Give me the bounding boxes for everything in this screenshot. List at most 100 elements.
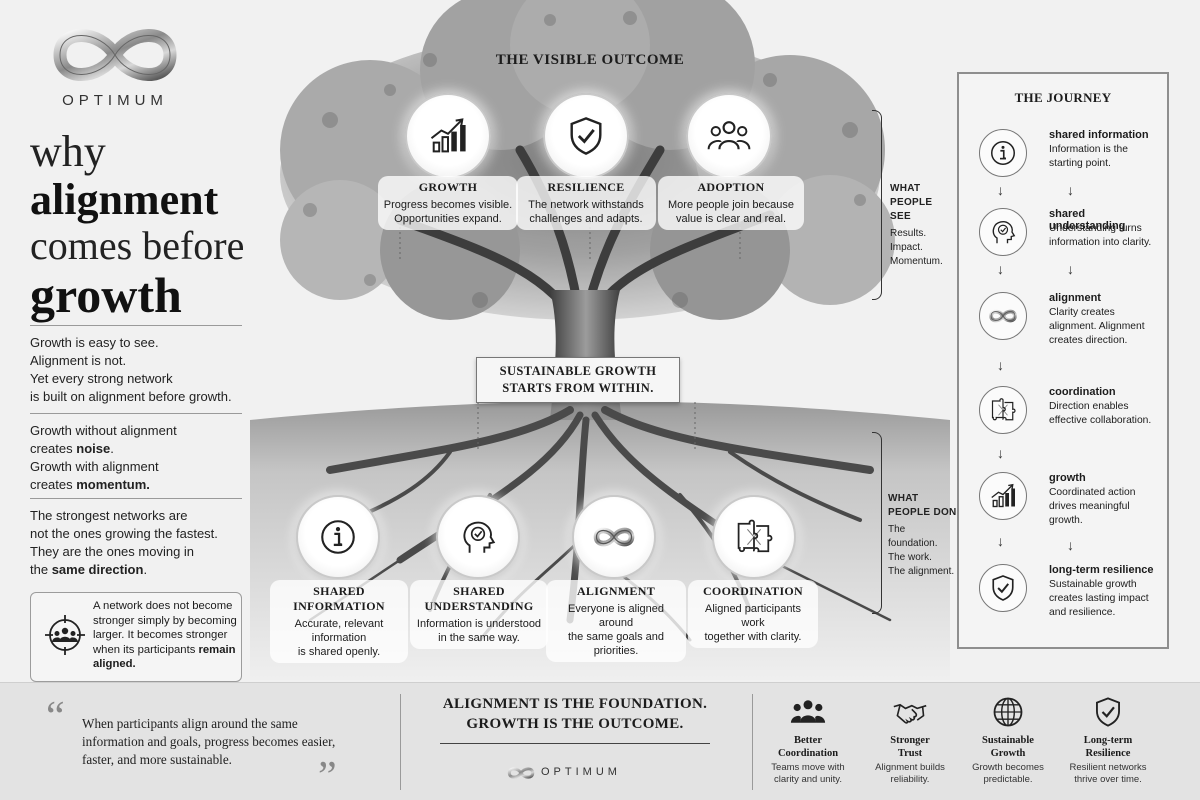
shield-check-icon xyxy=(988,573,1018,603)
sustainable-growth-sign: SUSTAINABLE GROWTH STARTS FROM WITHIN. xyxy=(476,357,680,403)
intro-line: Yet every strong network xyxy=(30,371,173,386)
infinity-icon xyxy=(986,299,1020,333)
what-people-dont-see-label: WHAT PEOPLE DON'T SEE The foundation. Th… xyxy=(888,492,990,579)
see-line: Results. xyxy=(890,228,927,239)
adoption-desc: More people join because xyxy=(668,199,794,211)
puzzle-icon xyxy=(988,395,1018,425)
strongest-line: The strongest networks are xyxy=(30,508,188,523)
root-title: COORDINATION xyxy=(702,584,804,598)
root-desc: Aligned participants work xyxy=(704,603,801,629)
infinity-logo-icon xyxy=(507,767,535,779)
divider xyxy=(30,413,242,414)
journey-step-name: growth xyxy=(1049,472,1086,484)
bottom-banner xyxy=(0,682,1200,800)
headline-line-3: comes before xyxy=(30,223,245,268)
resilience-desc: challenges and adapts. xyxy=(529,213,643,225)
root-desc: is shared openly. xyxy=(297,646,381,658)
journey-panel: THE JOURNEY shared information Informati… xyxy=(957,72,1169,649)
adoption-bubble xyxy=(686,93,772,179)
intro-line: Growth is easy to see. xyxy=(30,335,159,350)
infinity-icon xyxy=(589,512,639,562)
brand-name: OPTIMUM xyxy=(62,92,168,109)
root-desc: Accurate, relevant information xyxy=(294,618,384,644)
shared-understanding-bubble xyxy=(436,495,520,579)
target-team-icon xyxy=(45,615,85,655)
journey-step-desc: Clarity creates alignment. Alignment cre… xyxy=(1049,307,1145,346)
noise-keyword: noise xyxy=(76,441,111,456)
info-icon xyxy=(988,138,1018,168)
journey-step-desc: Understanding turns information into cla… xyxy=(1049,223,1152,248)
down-arrow-icon: ↓ xyxy=(1067,261,1074,277)
divider xyxy=(752,694,753,790)
shield-check-icon xyxy=(1091,695,1125,729)
page-headline: why alignment comes before growth xyxy=(30,127,270,321)
journey-step-name: long-term resilience xyxy=(1049,564,1154,576)
open-quote-mark: “ xyxy=(46,694,65,740)
down-arrow-icon: ↓ xyxy=(1067,182,1074,198)
shared-information-caption: SHARED INFORMATION Accurate, relevant in… xyxy=(270,580,408,663)
divider xyxy=(30,498,242,499)
growth-desc: Progress becomes visible. xyxy=(383,199,513,211)
headline-line-1: why xyxy=(30,127,106,176)
coordination-bubble xyxy=(712,495,796,579)
resilience-bubble xyxy=(543,93,629,179)
close-quote-mark: ” xyxy=(318,754,337,800)
journey-step-icon-circle xyxy=(979,292,1027,340)
divider xyxy=(30,325,242,326)
visible-outcome-title: THE VISIBLE OUTCOME xyxy=(495,52,685,68)
journey-step-icon-circle xyxy=(979,386,1027,434)
contrast-paragraph: Growth without alignment creates noise. … xyxy=(30,422,250,494)
momentum-keyword: momentum. xyxy=(76,477,150,492)
alignment-caption: ALIGNMENT Everyone is aligned around the… xyxy=(546,580,686,662)
intro-line: is built on alignment before growth. xyxy=(30,389,232,404)
see-line: Momentum. xyxy=(890,256,943,267)
journey-step-desc: Coordinated action drives meaningful gro… xyxy=(1049,487,1136,526)
dont-see-heading: WHAT xyxy=(888,493,919,504)
strongest-line: the same direction. xyxy=(30,562,148,577)
root-desc: the same goals and priorities. xyxy=(567,631,664,657)
contrast-line: Growth without alignment xyxy=(30,423,177,438)
globe-icon xyxy=(990,694,1026,730)
people-group-icon xyxy=(705,112,753,160)
strongest-paragraph: The strongest networks are not the ones … xyxy=(30,507,260,579)
what-people-dont-see-bracket xyxy=(872,432,882,614)
growth-title: GROWTH xyxy=(418,180,478,194)
journey-step-name: coordination xyxy=(1049,386,1116,398)
same-direction-keyword: same direction xyxy=(51,562,144,577)
dont-see-line: The foundation. xyxy=(888,524,938,549)
what-people-see-bracket xyxy=(872,110,882,300)
contrast-line: creates noise. xyxy=(30,441,114,456)
dont-see-line: The work. xyxy=(888,552,932,563)
note-bold: remain aligned. xyxy=(93,643,236,671)
tagline-line: GROWTH IS THE OUTCOME. xyxy=(466,716,684,732)
journey-step-icon-circle xyxy=(979,129,1027,177)
note-text: A network does not become stronger simpl… xyxy=(93,600,237,671)
down-arrow-icon: ↓ xyxy=(997,261,1004,277)
growth-caption: GROWTH Progress becomes visible. Opportu… xyxy=(378,176,518,230)
head-understanding-icon xyxy=(988,217,1018,247)
see-heading: PEOPLE SEE xyxy=(890,197,933,222)
handshake-icon xyxy=(890,694,930,730)
dont-see-heading: PEOPLE DON'T SEE xyxy=(888,507,990,518)
intro-line: Alignment is not. xyxy=(30,353,127,368)
headline-line-2: alignment xyxy=(30,175,219,224)
root-desc: in the same way. xyxy=(438,632,520,644)
chart-growth-icon xyxy=(426,114,470,158)
head-understanding-icon xyxy=(457,516,499,558)
root-title: ALIGNMENT xyxy=(576,584,656,598)
down-arrow-icon: ↓ xyxy=(997,533,1004,549)
journey-step-desc: Direction enables effective collaboratio… xyxy=(1049,401,1152,426)
note-box: A network does not become stronger simpl… xyxy=(30,592,242,682)
down-arrow-icon: ↓ xyxy=(1067,537,1074,553)
journey-step-name: shared understanding xyxy=(1049,208,1126,232)
dont-see-line: The alignment. xyxy=(888,566,955,577)
intro-paragraph: Growth is easy to see. Alignment is not.… xyxy=(30,334,260,406)
adoption-title: ADOPTION xyxy=(697,180,765,194)
